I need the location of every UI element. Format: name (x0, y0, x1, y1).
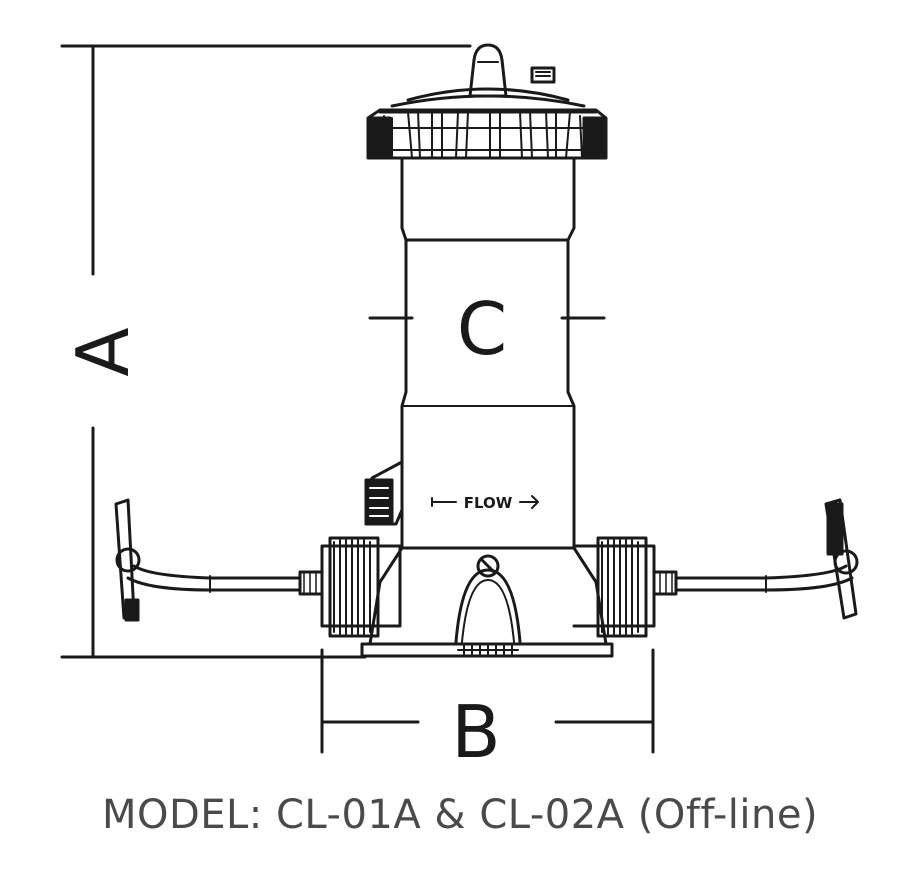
flow-arrow (431, 495, 539, 509)
dimension-a-lines (60, 44, 472, 659)
dimension-b-label: B (451, 690, 500, 774)
right-union (572, 536, 678, 638)
model-caption: MODEL: CL-01A & CL-02A (Off-line) (101, 792, 819, 838)
upper-body (400, 158, 576, 242)
left-tubing (126, 564, 302, 593)
lid-ring (366, 108, 608, 160)
lid-knob (468, 43, 508, 98)
lower-body (400, 390, 576, 550)
base-bell (360, 546, 614, 658)
dimension-b-lines (320, 648, 655, 754)
dimension-c-label: C (457, 287, 507, 371)
side-valve (364, 460, 404, 526)
right-tubing (674, 564, 854, 593)
middle-body (404, 238, 570, 394)
dimension-a-label: A (61, 327, 145, 376)
right-check-valve (824, 498, 859, 620)
left-union (298, 536, 402, 638)
flow-label: FLOW (464, 494, 513, 512)
lid-dome (378, 87, 598, 114)
left-check-valve (114, 498, 141, 622)
lid-vent (530, 66, 556, 84)
